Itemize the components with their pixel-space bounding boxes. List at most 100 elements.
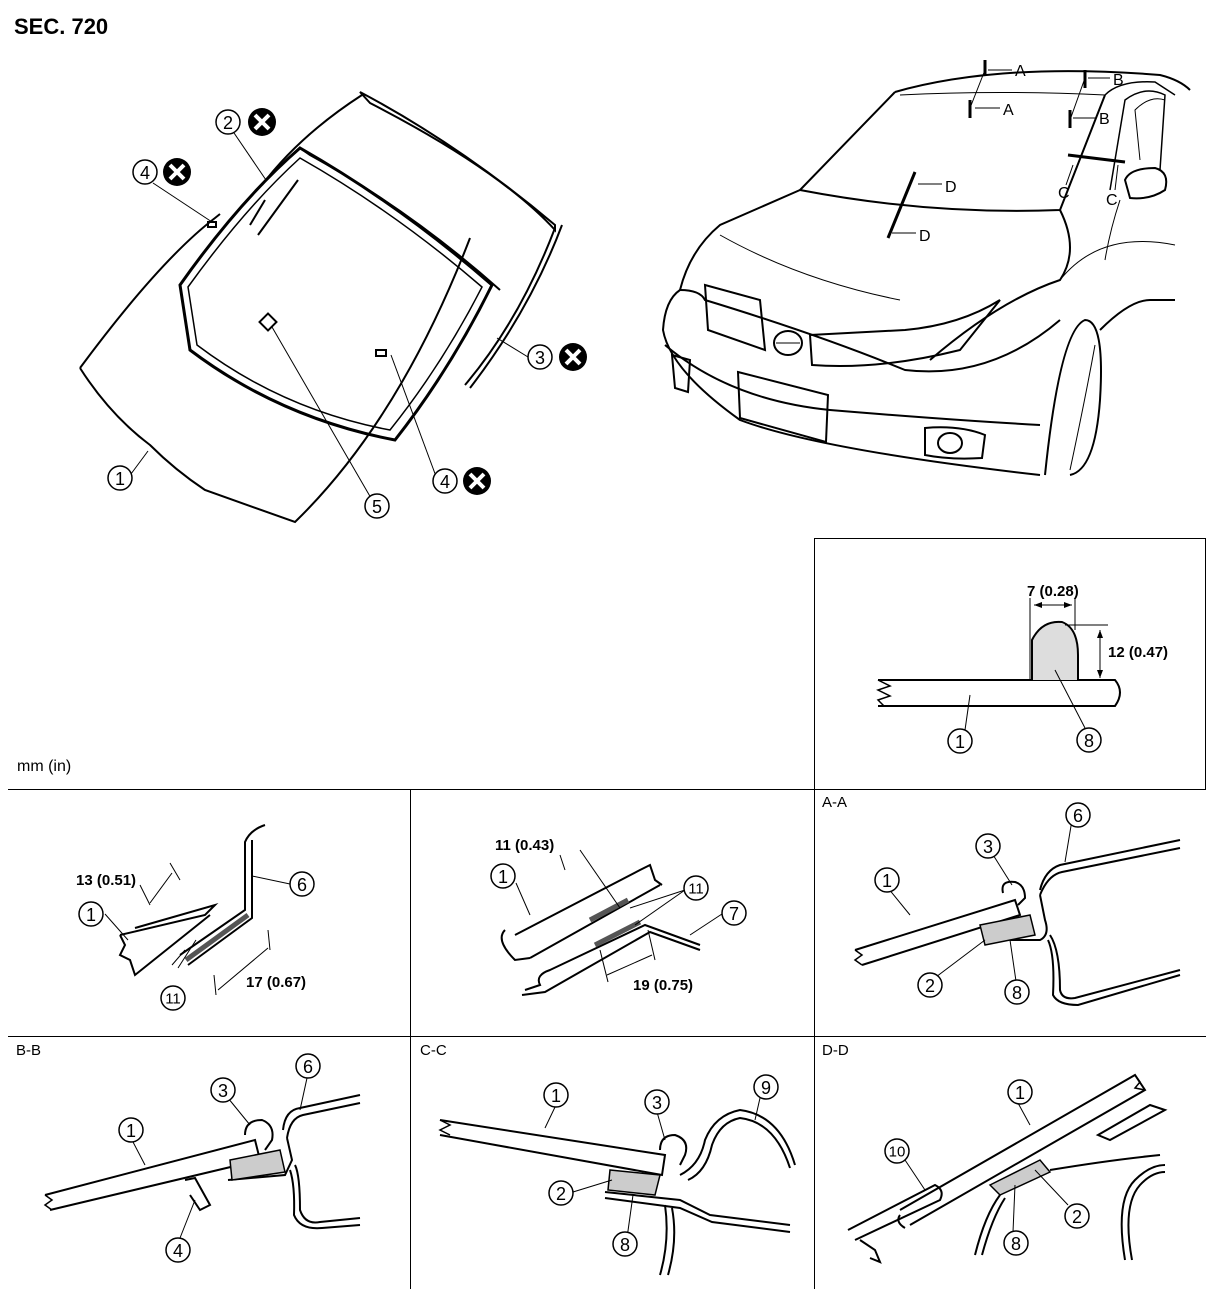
dim-overlap-2: 19 (0.75) [633,977,693,994]
dim-spacer-2: 11 (0.43) [495,837,554,854]
do-not-reuse-icon [559,343,587,371]
svg-text:3: 3 [535,348,545,368]
dim-spacer-1: 13 (0.51) [76,872,136,889]
do-not-reuse-icon [248,108,276,136]
callout-6: 6 [295,1053,321,1079]
svg-text:3: 3 [218,1081,228,1101]
svg-text:1: 1 [115,469,125,489]
svg-text:2: 2 [556,1184,566,1204]
urethane-bead-detail: 7 (0.28) 12 (0.47) 1 8 [876,583,1168,754]
svg-text:8: 8 [1084,731,1094,751]
callout-2: 2 [1064,1203,1090,1229]
callout-1: 1 [78,901,104,927]
section-grid-divider-1 [410,789,411,1289]
windshield-exploded-view: 1 2 4 3 4 5 [79,91,587,524]
section-label-cc: C-C [420,1042,447,1059]
svg-text:C: C [1106,192,1118,209]
svg-text:1: 1 [955,732,965,752]
callout-4: 4 [165,1237,191,1263]
svg-text:1: 1 [551,1086,561,1106]
svg-text:B: B [1099,111,1110,128]
callout-4: 4 [132,159,158,185]
section-marker-b: B [1099,111,1110,128]
svg-text:A: A [1015,63,1026,80]
callout-8: 8 [612,1231,638,1257]
callout-2: 2 [215,109,241,135]
svg-text:2: 2 [925,976,935,996]
section-marker-a: A [1003,102,1014,119]
callout-11: 11 [683,875,709,901]
svg-text:11: 11 [688,881,704,898]
callout-8: 8 [1076,727,1102,753]
svg-text:D: D [945,179,957,196]
units-note: mm (in) [17,758,72,775]
section-marker-d: D [919,228,931,245]
svg-text:6: 6 [303,1057,313,1077]
svg-text:1: 1 [126,1121,136,1141]
do-not-reuse-icon [163,158,191,186]
section-dd: 1 10 2 8 [847,1073,1168,1264]
svg-text:1: 1 [1015,1083,1025,1103]
callout-2: 2 [917,972,943,998]
callout-4: 4 [432,468,458,494]
spacer-detail-2: 11 (0.43) 19 (0.75) 1 11 7 [490,837,747,996]
svg-text:C: C [1058,185,1070,202]
svg-text:1: 1 [882,871,892,891]
callout-3: 3 [975,833,1001,859]
svg-text:D: D [919,228,931,245]
callout-1: 1 [947,728,973,754]
callout-1: 1 [118,1117,144,1143]
section-grid-middle [8,1036,1206,1037]
callout-5: 5 [364,493,390,519]
dim-overlap-1: 17 (0.67) [246,974,306,991]
svg-text:4: 4 [140,163,150,183]
callout-2: 2 [548,1180,574,1206]
section-marker-d: D [945,179,957,196]
callout-6: 6 [1065,802,1091,828]
callout-1: 1 [874,867,900,893]
svg-text:B: B [1113,72,1124,89]
callout-3: 3 [644,1089,670,1115]
callout-1: 1 [543,1082,569,1108]
callout-8: 8 [1004,979,1030,1005]
svg-text:5: 5 [372,497,382,517]
section-grid-divider-2 [814,789,815,1289]
svg-text:10: 10 [889,1144,906,1161]
urethane-panel-border-left [814,538,815,790]
svg-text:6: 6 [297,875,307,895]
section-label-aa: A-A [822,794,848,811]
section-bb: 1 3 6 4 [43,1053,361,1263]
svg-text:3: 3 [652,1093,662,1113]
spacer-detail-1: 13 (0.51) 17 (0.67) 1 6 11 [76,824,315,1011]
svg-text:4: 4 [440,472,450,492]
section-cc: 1 3 9 2 8 [438,1074,796,1276]
svg-text:11: 11 [165,991,181,1008]
svg-text:3: 3 [983,837,993,857]
callout-8: 8 [1003,1230,1029,1256]
dim-urethane-width: 7 (0.28) [1027,583,1079,600]
section-marker-a: A [1015,63,1026,80]
do-not-reuse-icon [463,467,491,495]
callout-1: 1 [490,863,516,889]
section-marker-b: B [1113,72,1124,89]
svg-text:2: 2 [223,113,233,133]
callout-6: 6 [289,871,315,897]
section-grid-top [8,789,1206,790]
section-marker-c: C [1106,192,1118,209]
svg-text:A: A [1003,102,1014,119]
svg-text:1: 1 [86,905,96,925]
section-title: SEC. 720 [14,14,109,39]
svg-text:8: 8 [1012,983,1022,1003]
callout-7: 7 [721,900,747,926]
section-label-bb: B-B [16,1042,42,1059]
callout-11: 11 [160,985,186,1011]
callout-1: 1 [107,465,133,491]
callout-9: 9 [753,1074,779,1100]
svg-text:4: 4 [173,1241,183,1261]
svg-text:2: 2 [1072,1207,1082,1227]
section-label-dd: D-D [822,1042,849,1059]
svg-text:7: 7 [729,904,739,924]
callout-1: 1 [1007,1079,1033,1105]
section-marker-c: C [1058,185,1070,202]
svg-text:6: 6 [1073,806,1083,826]
